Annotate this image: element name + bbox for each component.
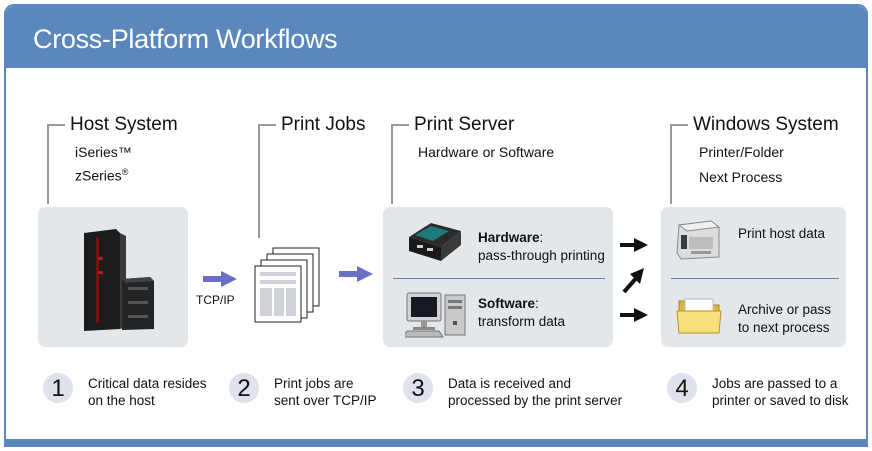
diagram-frame: Cross-Platform Workflows Host System iSe…	[4, 4, 868, 447]
windows-sub-printer-folder: Printer/Folder	[699, 144, 784, 160]
registered-mark: ®	[121, 167, 129, 177]
step-line1: Jobs are passed to a	[712, 376, 838, 391]
hardware-item: Hardware: pass-through printing	[478, 229, 605, 265]
windows-divider	[671, 278, 839, 279]
step-description: Critical data resides on the host	[88, 375, 207, 409]
step-line2: sent over TCP/IP	[274, 393, 377, 408]
laser-printer-icon	[676, 220, 721, 260]
server-bracket	[391, 124, 409, 204]
step-number: 3	[403, 373, 433, 403]
step-description: Print jobs are sent over TCP/IP	[274, 375, 377, 409]
title-bar: Cross-Platform Workflows	[6, 6, 866, 68]
software-item: Software: transform data	[478, 295, 565, 331]
archive-label: Archive or pass to next process	[738, 301, 831, 337]
step-line2: processed by the print server	[448, 393, 623, 408]
desktop-computer-icon	[405, 292, 466, 338]
print-server-sub: Hardware or Software	[418, 144, 555, 160]
archive-line1: Archive or pass	[738, 302, 832, 317]
host-sub-zseries: zSeries®	[75, 162, 128, 186]
flow-arrow-host-to-jobs	[203, 271, 237, 287]
windows-box: Print host data Archive or pass to next …	[661, 207, 846, 347]
host-system-title: Host System	[70, 114, 178, 135]
archive-line2: to next process	[738, 320, 830, 335]
folder-icon	[676, 298, 722, 334]
document-stack-icon	[254, 247, 320, 323]
flow-arrow-hardware-to-print	[620, 238, 648, 252]
step-line1: Critical data resides	[88, 376, 207, 391]
software-desc: transform data	[478, 314, 566, 329]
hardware-colon: :	[539, 230, 544, 245]
software-colon: :	[535, 296, 539, 311]
flow-arrow-software-to-print	[622, 268, 644, 294]
server-tower-icon	[84, 229, 154, 331]
hardware-label: Hardware	[478, 230, 540, 245]
print-host-data-label: Print host data	[738, 226, 826, 241]
host-box	[38, 207, 188, 347]
bottom-bar	[6, 439, 866, 445]
windows-system-title: Windows System	[693, 114, 839, 135]
step-line2: on the host	[88, 393, 155, 408]
step-number: 1	[43, 373, 73, 403]
print-server-title: Print Server	[414, 114, 515, 135]
flow-arrow-software-to-archive	[620, 308, 648, 322]
windows-sub-next-process: Next Process	[699, 169, 783, 185]
server-box: Hardware: pass-through printing Software…	[383, 207, 613, 347]
page-title: Cross-Platform Workflows	[33, 24, 338, 54]
step-description: Jobs are passed to a printer or saved to…	[712, 375, 849, 409]
tcp-ip-label: TCP/IP	[196, 293, 235, 307]
step-line2: printer or saved to disk	[712, 393, 849, 408]
software-label: Software	[478, 296, 536, 311]
zseries-text: zSeries	[75, 167, 122, 184]
windows-bracket	[670, 124, 688, 204]
host-bracket	[47, 124, 65, 204]
hardware-printer-device-icon	[409, 223, 461, 261]
server-divider	[393, 278, 605, 279]
jobs-bracket	[258, 124, 276, 238]
step-description: Data is received and processed by the pr…	[448, 375, 622, 409]
step-number: 2	[229, 373, 259, 403]
step-line1: Print jobs are	[274, 376, 354, 391]
print-jobs-title: Print Jobs	[281, 114, 366, 135]
flow-arrow-jobs-to-server	[339, 266, 373, 282]
host-sub-iseries: iSeries™	[75, 144, 132, 160]
step-line1: Data is received and	[448, 376, 572, 391]
hardware-desc: pass-through printing	[478, 248, 605, 263]
step-number: 4	[667, 373, 697, 403]
